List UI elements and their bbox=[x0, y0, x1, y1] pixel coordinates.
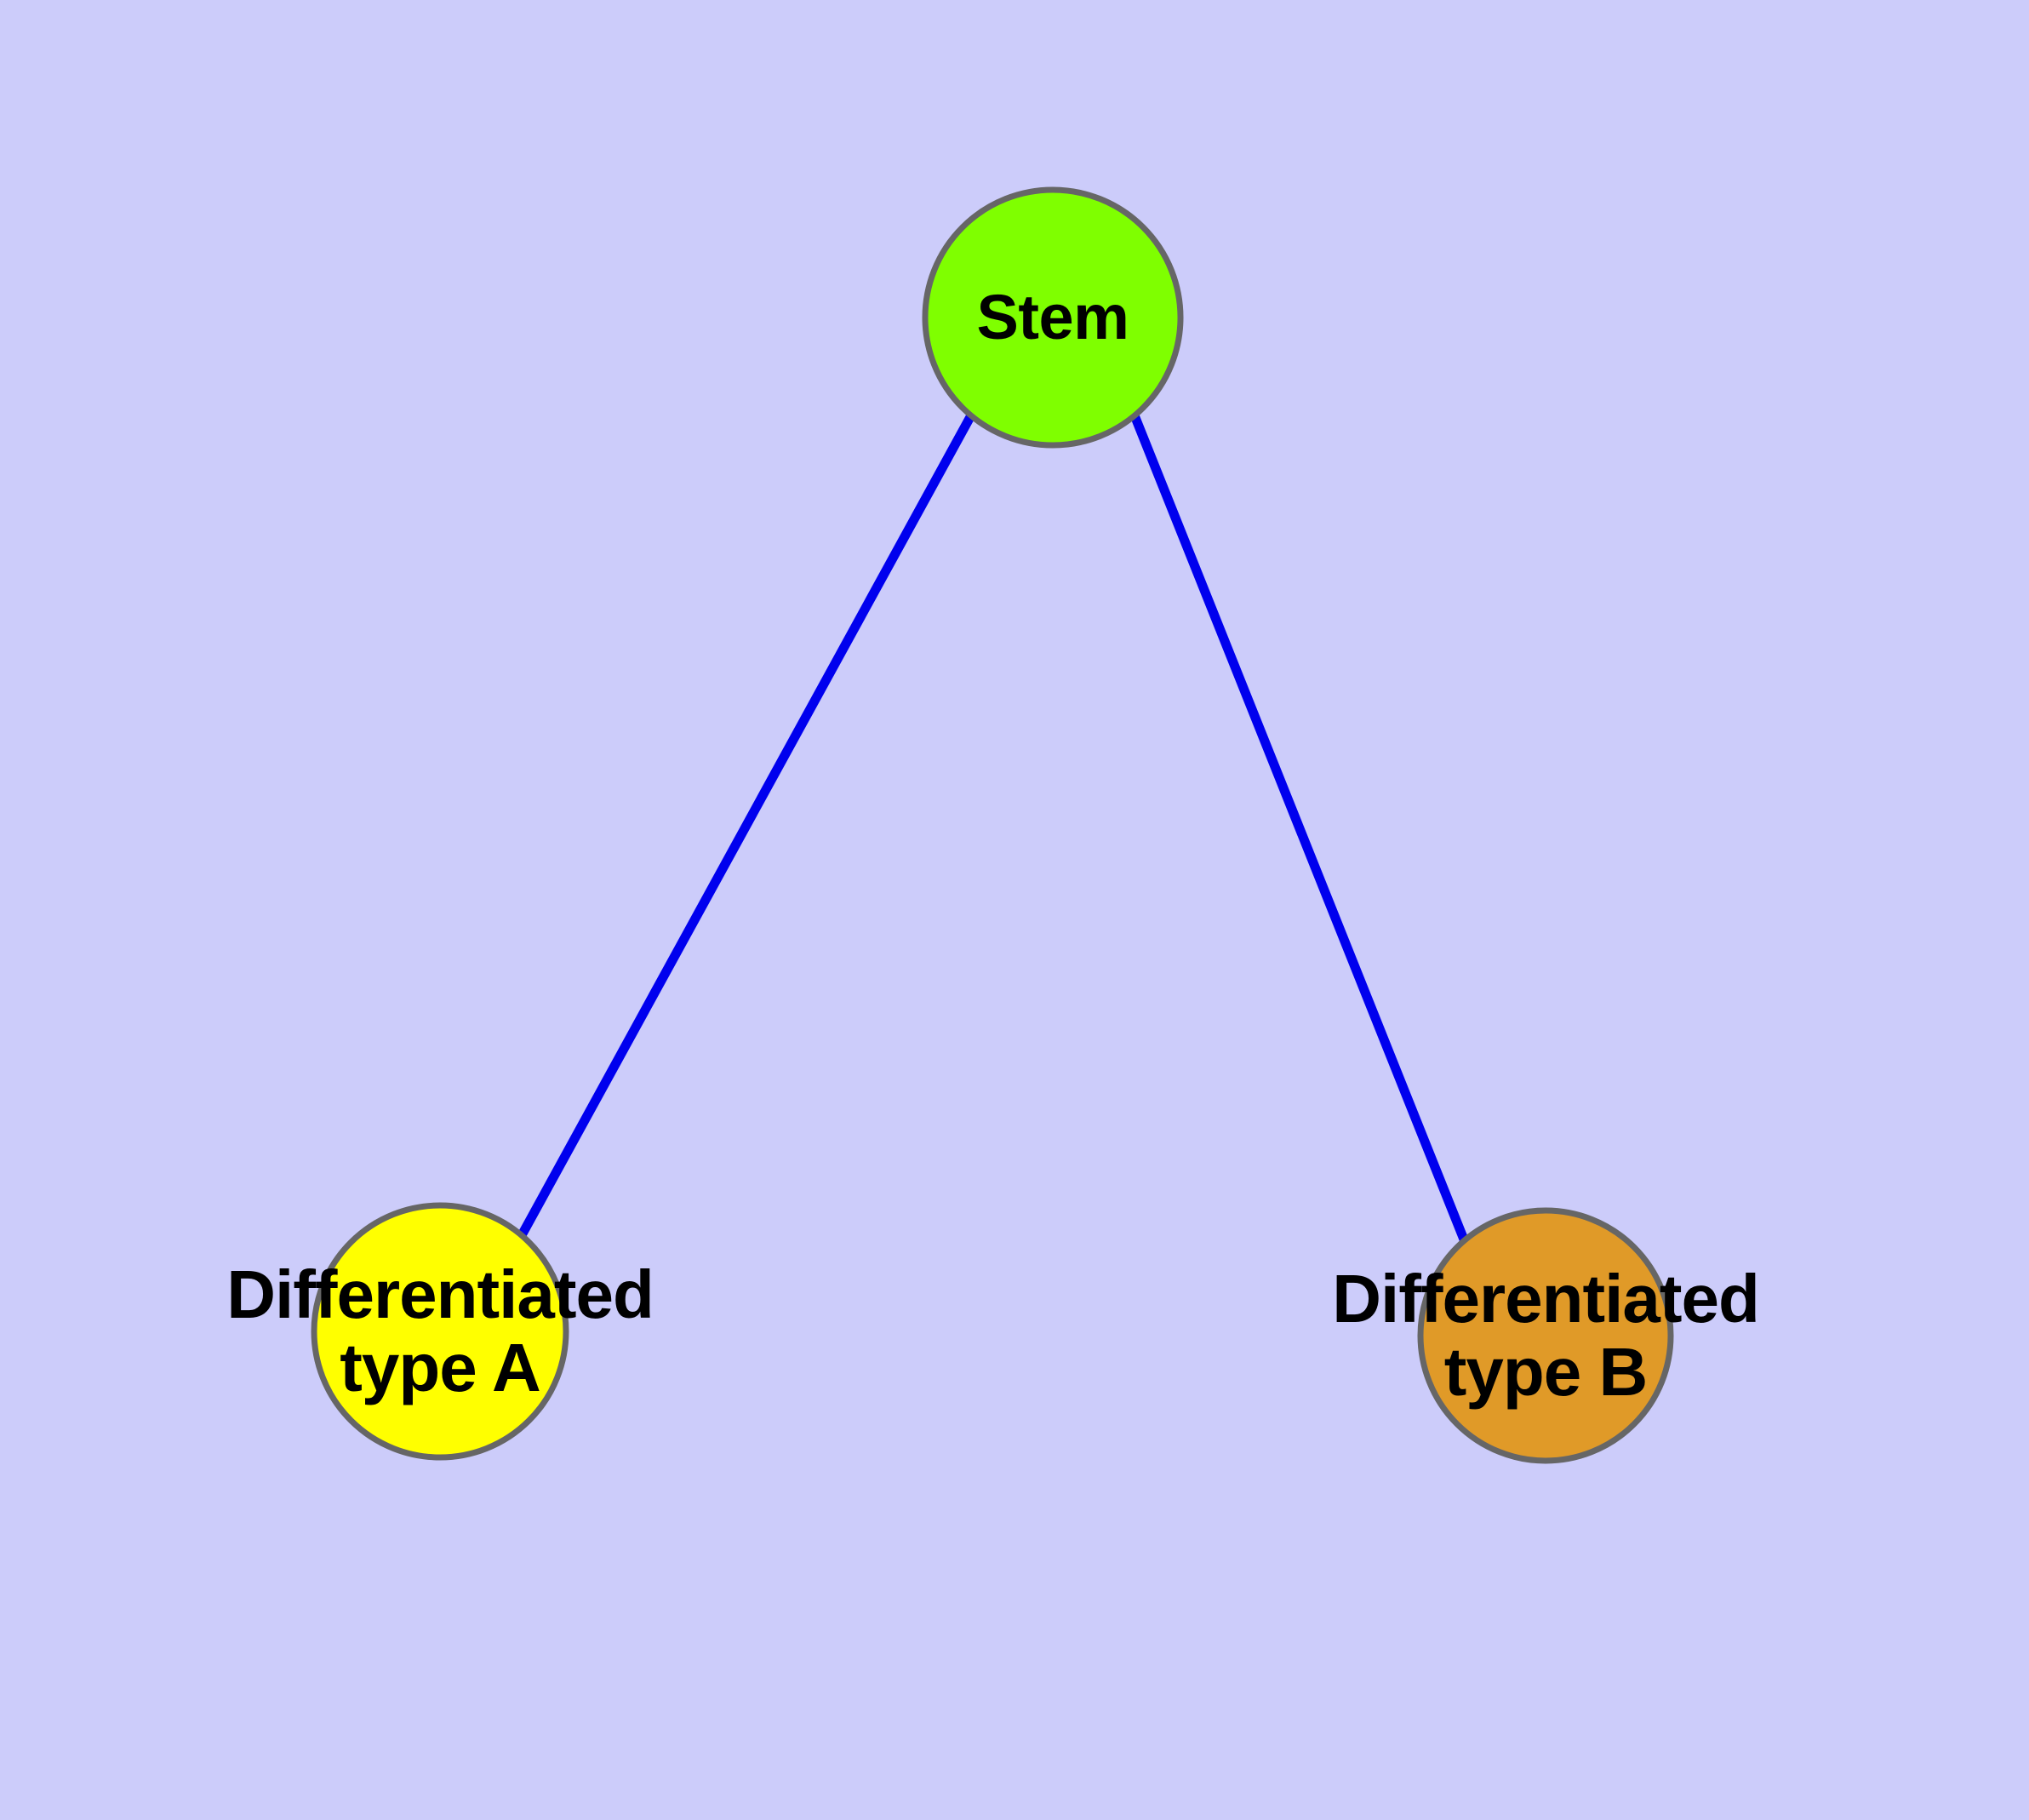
nodes-layer bbox=[311, 186, 1674, 1464]
node-differentiated-type-b[interactable] bbox=[1417, 1207, 1674, 1464]
edge-stem-to-diff-a[interactable] bbox=[517, 413, 975, 1238]
node-stem[interactable] bbox=[922, 186, 1184, 449]
edges-layer bbox=[517, 413, 1469, 1242]
node-differentiated-type-a[interactable] bbox=[311, 1202, 569, 1461]
edge-stem-to-diff-b[interactable] bbox=[1129, 413, 1469, 1242]
